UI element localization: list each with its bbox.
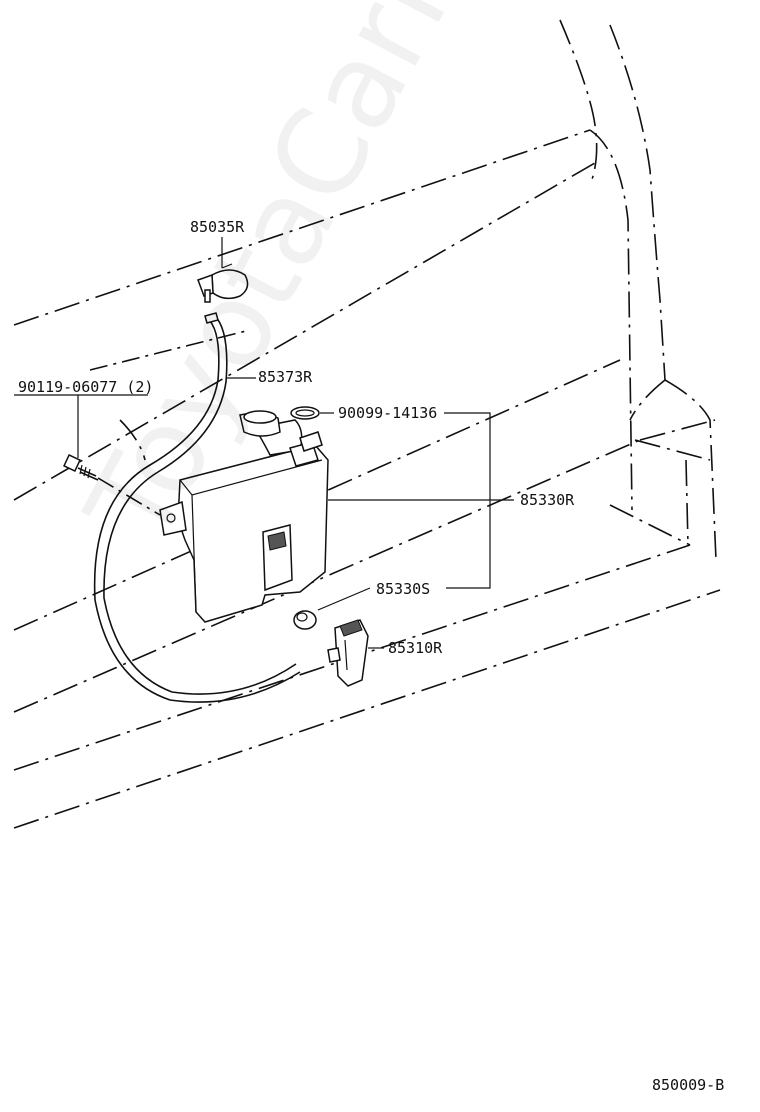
callout-gasket[interactable]: 90099-14136: [338, 404, 438, 422]
diagram-code: 850009-B: [652, 1076, 725, 1094]
callout-cap[interactable]: 85330S: [376, 580, 431, 598]
callout-bolt[interactable]: 90119-06077 (2): [18, 378, 154, 396]
callout-hose[interactable]: 85373R: [258, 368, 313, 386]
callout-motor[interactable]: 85310R: [388, 639, 443, 657]
washer-hose: [93, 312, 301, 703]
callout-tank[interactable]: 85330R: [520, 491, 575, 509]
washer-nozzle: [197, 263, 249, 303]
leader-lines: [14, 237, 514, 649]
mounting-bolt: [63, 454, 161, 516]
washer-pump-motor: [327, 619, 369, 687]
callout-nozzle[interactable]: 85035R: [190, 218, 245, 236]
vehicle-body-outline: [13, 19, 721, 829]
grommet-cap: [293, 610, 317, 630]
gasket-ring: [290, 406, 320, 420]
washer-tank: [159, 410, 329, 623]
